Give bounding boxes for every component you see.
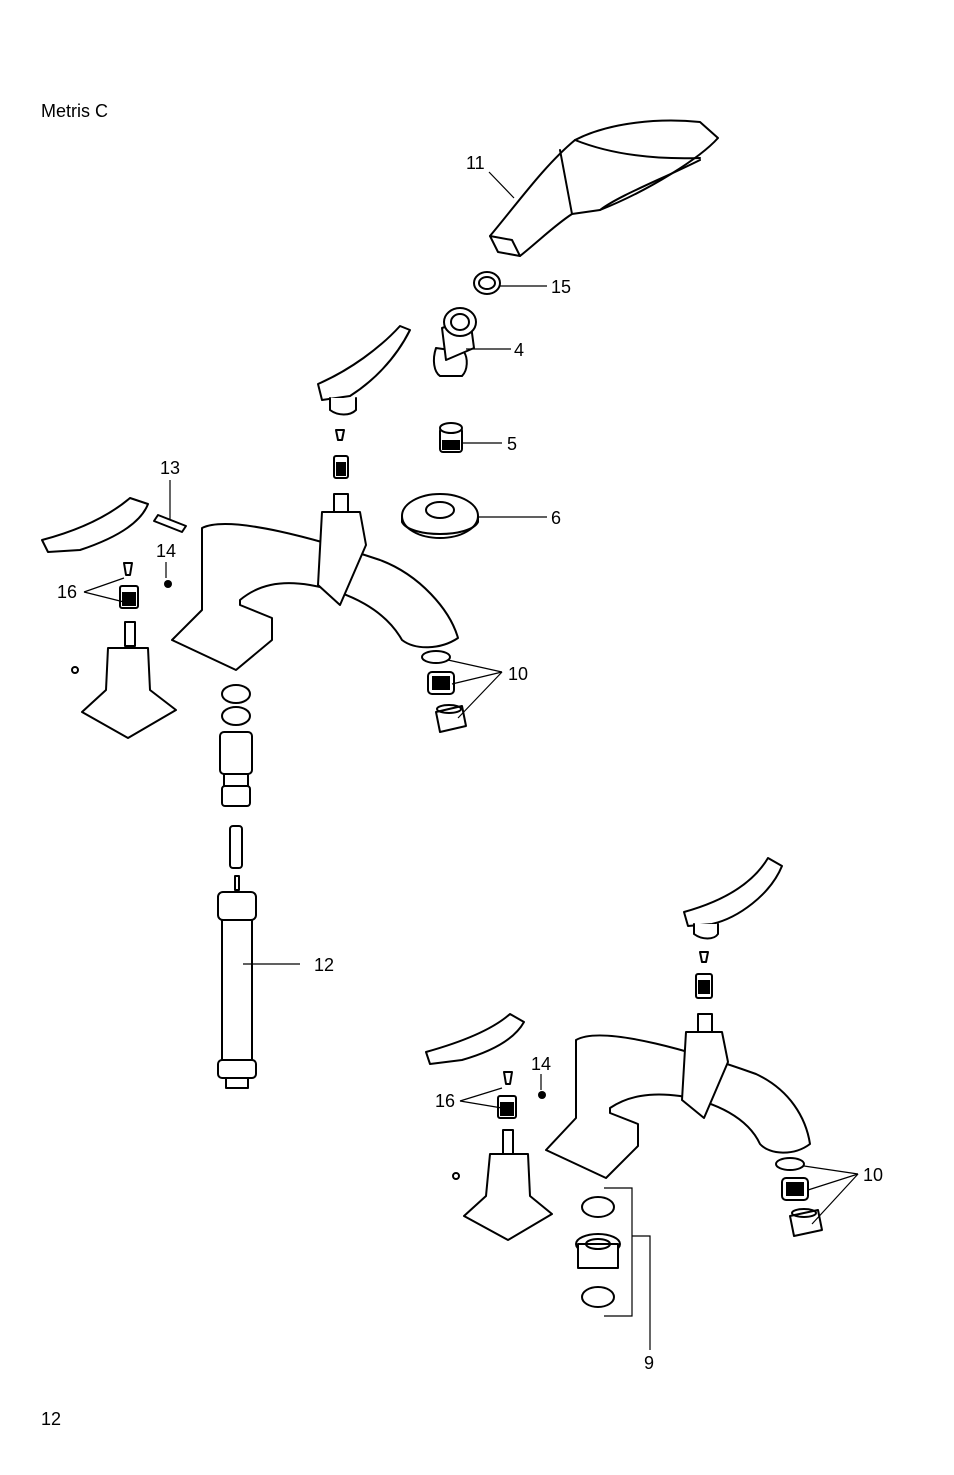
- callout-15: 15: [551, 277, 571, 297]
- upper-valve-cartridge: [220, 685, 252, 868]
- callout-10-upper: 10: [508, 664, 528, 684]
- callout-13: 13: [160, 458, 180, 478]
- callout-10-lower: 10: [863, 1165, 883, 1185]
- callout-4: 4: [514, 340, 524, 360]
- part-15-seal: [474, 272, 500, 294]
- callout-12: 12: [314, 955, 334, 975]
- lower-left-valve: [464, 1130, 552, 1240]
- part-9-seal-set: [576, 1197, 620, 1307]
- part-6-flange: [402, 494, 478, 538]
- part-4-swivel-connector: [434, 308, 476, 376]
- upper-left-valve: [82, 622, 176, 738]
- callout-14-lower: 14: [531, 1054, 551, 1074]
- callout-14-upper: 14: [156, 541, 176, 561]
- callout-16-upper: 16: [57, 582, 77, 602]
- callout-11: 11: [466, 153, 485, 173]
- part-5-insert: [440, 423, 462, 452]
- callout-5: 5: [507, 434, 517, 454]
- lower-aerator-set: [776, 1158, 822, 1236]
- part-12-diverter-cartridge: [218, 876, 256, 1088]
- callout-16-lower: 16: [435, 1091, 455, 1111]
- lower-spout: [546, 1014, 810, 1178]
- leader-lines: [84, 172, 858, 1350]
- callout-6: 6: [551, 508, 561, 528]
- callout-9: 9: [644, 1353, 654, 1373]
- lower-center-lever: [684, 858, 782, 998]
- upper-center-lever: [318, 326, 410, 478]
- part-11-hand-shower: [490, 121, 718, 256]
- upper-aerator-set: [422, 651, 466, 732]
